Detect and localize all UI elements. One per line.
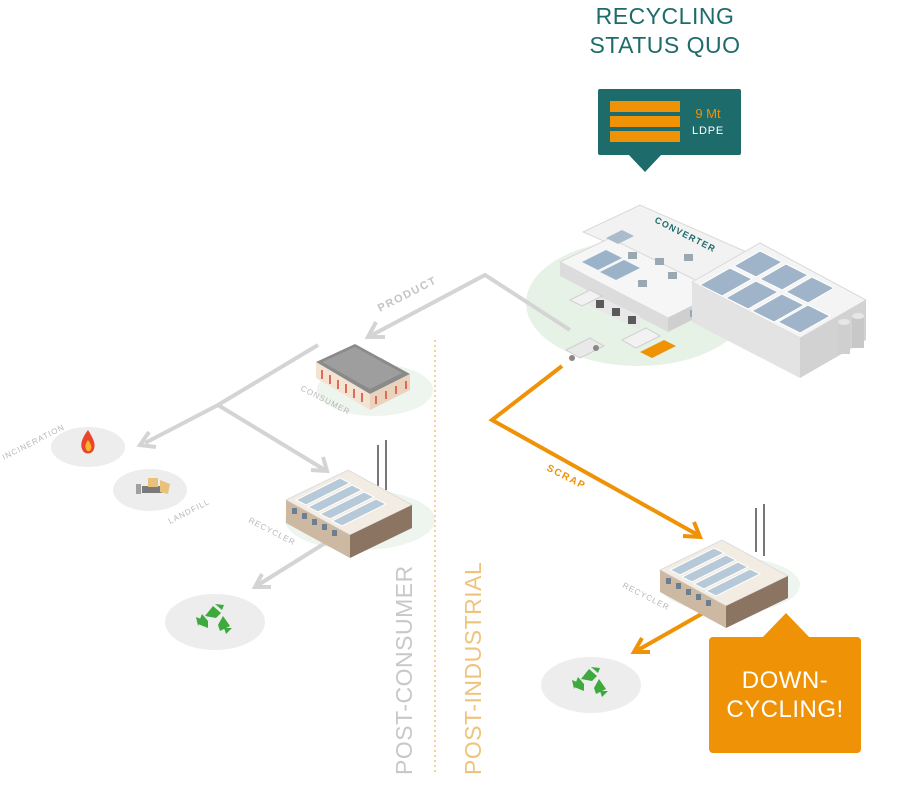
badge-material: LDPE xyxy=(692,125,724,137)
bulldozer-icon xyxy=(136,478,170,494)
fire-icon xyxy=(81,430,95,454)
recycle-circle-left xyxy=(165,594,265,650)
scrap-arrow xyxy=(488,364,699,537)
recycler-to-recycle-right xyxy=(637,610,706,652)
recycler-factory-icon-left xyxy=(284,440,414,558)
recycle-circle-right xyxy=(541,657,641,713)
product-arrow xyxy=(371,272,572,337)
truck-icon xyxy=(564,289,676,361)
title-line-2: STATUS QUO xyxy=(589,32,741,58)
post-consumer-flow xyxy=(136,272,572,589)
recycle-icon xyxy=(196,604,232,634)
consumer-to-split xyxy=(144,343,320,445)
silo-icon xyxy=(838,313,864,354)
callout-pointer xyxy=(760,613,812,640)
ldpe-badge: 9 Mt LDPE xyxy=(598,89,741,172)
title-line-1: RECYCLING xyxy=(595,3,735,29)
product-label: PRODUCT xyxy=(376,275,439,315)
recycler-arrowhead-left xyxy=(310,456,330,474)
page-title: RECYCLING STATUS QUO xyxy=(560,2,770,60)
store-icon xyxy=(316,344,410,410)
recycler-factory-icon-right xyxy=(658,504,790,628)
callout-line-2: CYCLING! xyxy=(726,696,844,723)
recycle-arrowhead-left xyxy=(251,573,271,589)
product-arrowhead xyxy=(364,321,385,339)
callout-line-1: DOWN- xyxy=(741,667,829,694)
downcycling-callout: DOWN- CYCLING! xyxy=(709,637,861,753)
recycle-icon xyxy=(572,667,608,697)
split-to-recycler xyxy=(216,403,327,472)
post-consumer-label: POST-CONSUMER xyxy=(391,565,417,775)
stack-icon xyxy=(610,101,680,142)
post-industrial-flow xyxy=(488,364,706,654)
badge-amount: 9 Mt xyxy=(695,106,721,121)
scrap-arrowhead xyxy=(682,521,704,540)
incineration-arrowhead xyxy=(136,430,157,449)
post-industrial-label: POST-INDUSTRIAL xyxy=(460,562,486,775)
recycle-arrowhead-right xyxy=(630,637,650,654)
scrap-label: SCRAP xyxy=(545,463,588,492)
